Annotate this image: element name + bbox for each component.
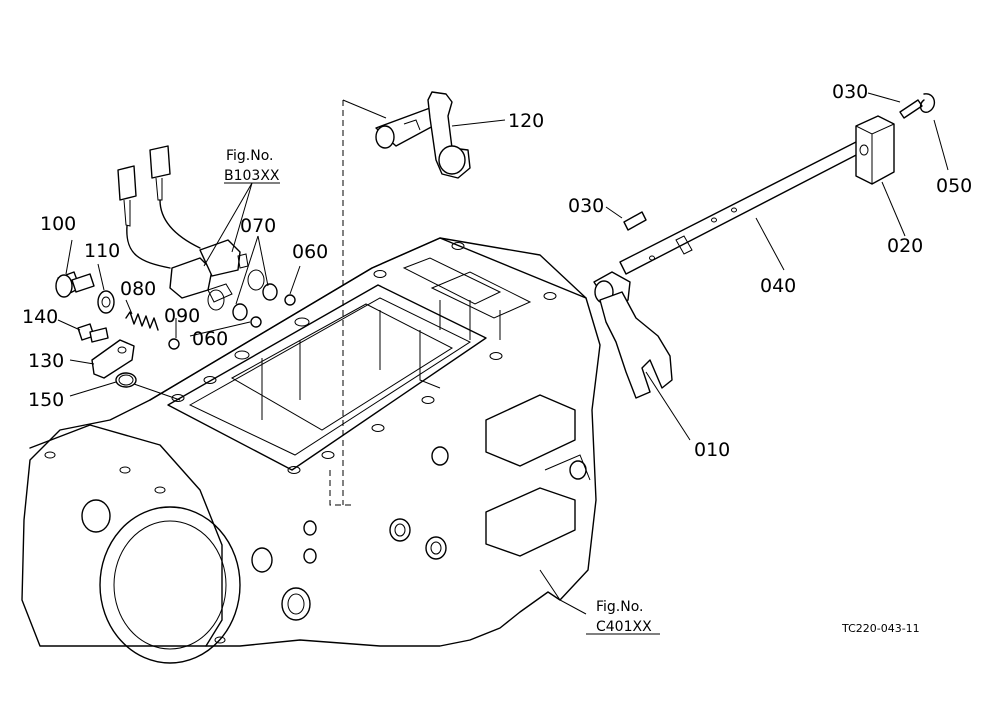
- part-label-100: 100: [40, 213, 76, 235]
- part-labels: 120 030 050 020 030 040 010 070 060 100 …: [22, 81, 972, 461]
- part-label-030-mid: 030: [568, 195, 604, 217]
- part-label-090: 090: [164, 305, 200, 327]
- leader-lines: [57, 92, 949, 635]
- part-label-080: 080: [120, 278, 156, 300]
- pin-clip-drawing: [623, 93, 935, 231]
- part-label-010: 010: [694, 439, 730, 461]
- ref-b103-line2: B103XX: [224, 168, 280, 184]
- part-label-110: 110: [84, 240, 120, 262]
- part-label-020: 020: [887, 235, 923, 257]
- part-label-130: 130: [28, 350, 64, 372]
- part-label-060-lower: 060: [192, 328, 228, 350]
- part-label-030-top: 030: [832, 81, 868, 103]
- part-label-070: 070: [240, 215, 276, 237]
- figure-references: Fig.No. B103XX Fig.No. C401XX: [224, 148, 652, 635]
- part-label-050: 050: [936, 175, 972, 197]
- part-label-120: 120: [508, 110, 544, 132]
- detent-parts-drawing: [55, 269, 296, 401]
- shift-rod-040-drawing: [619, 141, 863, 275]
- part-120-lever-drawing: [375, 91, 471, 179]
- ref-c401-line2: C401XX: [596, 619, 652, 635]
- ref-b103-line1: Fig.No.: [226, 148, 274, 164]
- part-label-140: 140: [22, 306, 58, 328]
- ref-c401-line1: Fig.No.: [596, 599, 644, 615]
- drawing-code: TC220-043-11: [841, 622, 920, 635]
- block-020-drawing: [855, 115, 895, 185]
- transmission-case-drawing: [21, 99, 601, 664]
- part-label-150: 150: [28, 389, 64, 411]
- shift-fork-010-drawing: [593, 271, 673, 399]
- part-label-040: 040: [760, 275, 796, 297]
- switch-harness-drawing: [117, 145, 249, 303]
- part-label-060-upper: 060: [292, 241, 328, 263]
